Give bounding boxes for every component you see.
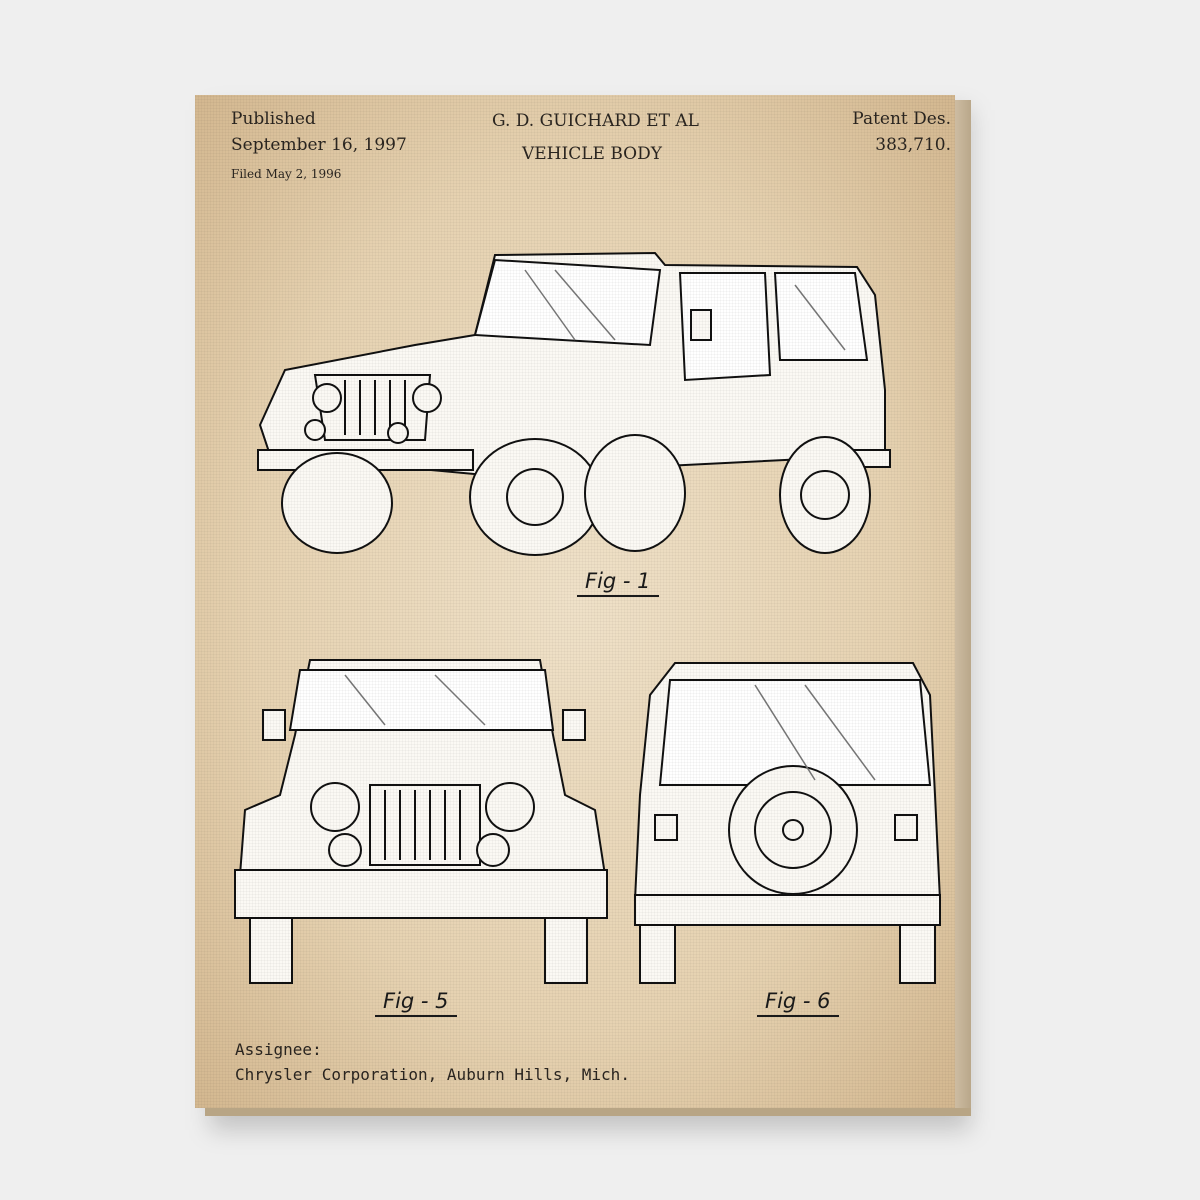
assignee-label: Assignee:: [235, 1040, 322, 1059]
fig6-label: Fig - 6: [757, 989, 839, 1017]
canvas-bottom-edge: [205, 1108, 971, 1116]
inventor: G. D. GUICHARD ET AL: [492, 111, 699, 131]
assignee: Chrysler Corporation, Auburn Hills, Mich…: [235, 1065, 630, 1084]
fig1-jeep-side-drawing: [257, 251, 891, 556]
filed-date: Filed May 2, 1996: [231, 167, 342, 181]
fig1-label: Fig - 1: [577, 569, 659, 597]
fig5-label: Fig - 5: [375, 989, 457, 1017]
patent-label: Patent Des.: [852, 109, 951, 129]
published-date: September 16, 1997: [231, 135, 407, 155]
patent-title: VEHICLE BODY: [522, 144, 662, 164]
patent-drawings: [234, 251, 942, 984]
published-label: Published: [231, 109, 316, 129]
patent-number: 383,710.: [875, 135, 951, 155]
canvas-side-edge: [955, 100, 971, 1115]
fig6-jeep-rear-drawing: [633, 662, 942, 984]
patent-canvas-print: Published September 16, 1997 Filed May 2…: [195, 95, 955, 1108]
fig5-jeep-front-drawing: [234, 659, 608, 984]
